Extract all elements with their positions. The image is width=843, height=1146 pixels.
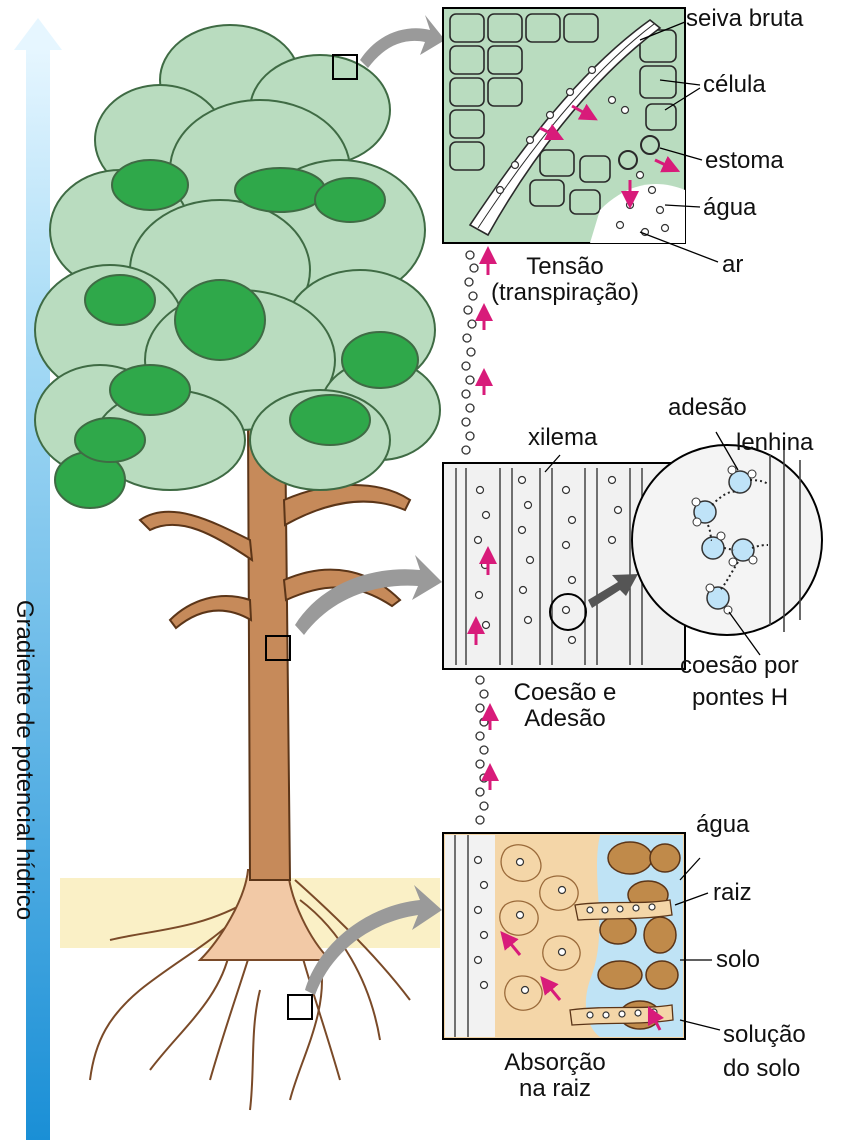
caption-tension-line1: Tensão bbox=[480, 254, 650, 280]
root-zoom-box bbox=[288, 995, 312, 1019]
caption-cohesion-line2: Adesão bbox=[490, 706, 640, 732]
caption-absorption-line1: Absorção bbox=[480, 1050, 630, 1076]
leaf-detail-panel bbox=[443, 8, 685, 243]
label-cohesion-line2: pontes H bbox=[692, 685, 788, 711]
water-potential-gradient-label: Gradiente de potencial hídrico bbox=[10, 600, 38, 920]
label-water-top: água bbox=[703, 195, 756, 221]
label-soil: solo bbox=[716, 947, 760, 973]
caption-absorption-line2: na raiz bbox=[480, 1076, 630, 1102]
label-xylem: xilema bbox=[528, 425, 597, 451]
caption-cohesion-adhesion: Coesão e Adesão bbox=[490, 680, 640, 733]
label-water-bottom: água bbox=[696, 812, 749, 838]
label-root: raiz bbox=[713, 880, 752, 906]
water-potential-gradient-arrow bbox=[14, 18, 62, 1140]
label-air: ar bbox=[722, 252, 743, 278]
label-cohesion-line1: coesão por bbox=[680, 653, 799, 679]
label-cell: célula bbox=[703, 72, 766, 98]
tree-canopy bbox=[35, 25, 440, 508]
caption-tension: Tensão (transpiração) bbox=[480, 254, 650, 307]
root-detail-panel bbox=[443, 833, 685, 1039]
label-stoma: estoma bbox=[705, 148, 784, 174]
caption-tension-line2: (transpiração) bbox=[480, 280, 650, 306]
label-soil-solution-line2: do solo bbox=[723, 1056, 800, 1082]
caption-root-absorption: Absorção na raiz bbox=[480, 1050, 630, 1103]
label-lignin: lenhina bbox=[736, 430, 813, 456]
label-soil-solution-line1: solução bbox=[723, 1022, 806, 1048]
caption-cohesion-line1: Coesão e bbox=[490, 680, 640, 706]
label-raw-sap: seiva bruta bbox=[686, 6, 803, 32]
label-adhesion: adesão bbox=[668, 395, 747, 421]
